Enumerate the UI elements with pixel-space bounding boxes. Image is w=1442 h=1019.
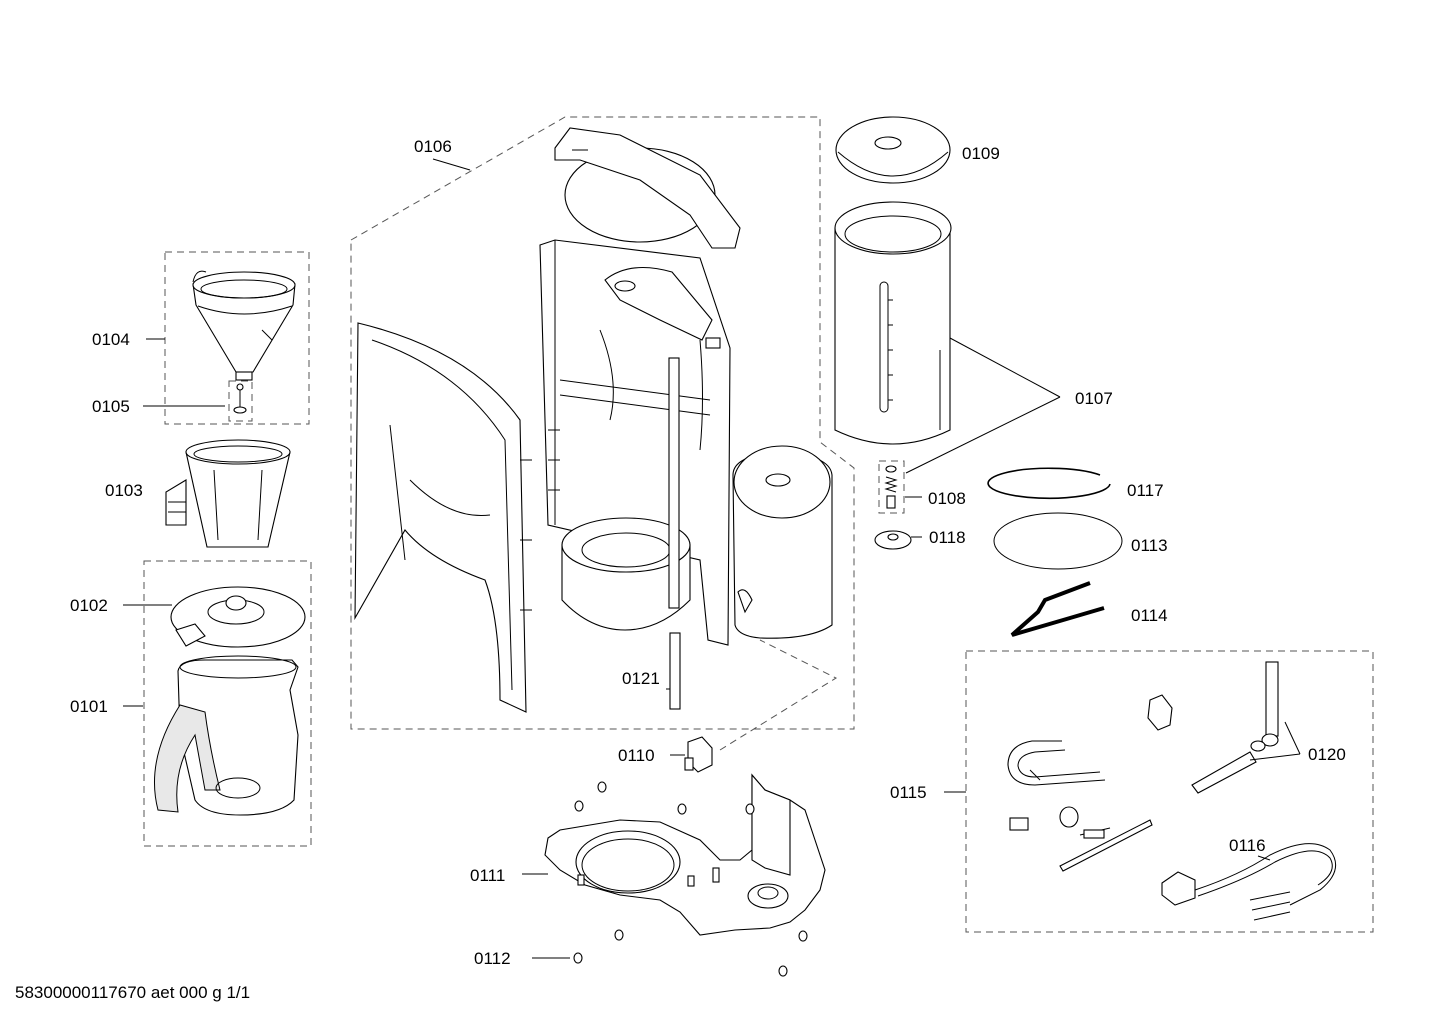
seal-disc-part [874, 530, 912, 550]
housing-side-panel-part [354, 322, 532, 713]
holding-bracket-part [1010, 581, 1105, 637]
seal-ring-part [987, 467, 1111, 500]
label-0106: 0106 [414, 137, 452, 156]
label-0114: 0114 [1131, 606, 1168, 625]
water-tank-lid-part [835, 116, 951, 184]
rubber-feet-part [573, 781, 808, 977]
label-0110: 0110 [618, 746, 655, 765]
water-tank-body-part [732, 445, 833, 639]
label-0113: 0113 [1131, 536, 1168, 555]
leader-lines [123, 158, 1301, 959]
switch-unit-part [1147, 694, 1173, 731]
carafe-lid-part [170, 586, 306, 648]
label-0107: 0107 [1075, 389, 1113, 408]
document-id: 58300000117670 aet 000 g 1/1 [15, 983, 250, 1002]
label-0111: 0111 [470, 866, 505, 885]
label-0120: 0120 [1308, 745, 1346, 764]
label-0108: 0108 [928, 489, 966, 508]
label-0103: 0103 [105, 481, 143, 500]
drip-stop-valve-part [228, 380, 253, 422]
group-filter-holder [164, 251, 310, 425]
label-0118: 0118 [929, 528, 966, 547]
label-0116: 0116 [1229, 836, 1266, 855]
tank-valve-set-part [878, 460, 905, 514]
label-0115: 0115 [890, 783, 927, 802]
water-tank-part [834, 201, 952, 445]
fuse-rod-part [1059, 819, 1153, 872]
filter-cone-part [192, 270, 296, 381]
group-electrical-parts [965, 650, 1374, 933]
power-cord-part [1161, 843, 1337, 921]
housing-top-cover-part [554, 127, 741, 249]
group-carafe [143, 560, 312, 847]
group-housing [350, 116, 855, 730]
label-0101: 0101 [70, 697, 108, 716]
label-0102: 0102 [70, 596, 108, 615]
glass-carafe-part [153, 655, 299, 816]
thermostat-part [1009, 806, 1111, 839]
label-0109: 0109 [962, 144, 1000, 163]
hose-pipe-part [1191, 661, 1279, 794]
gasket-ring-part [993, 512, 1123, 570]
warming-plate-ring-part [561, 517, 691, 631]
label-0117: 0117 [1127, 481, 1164, 500]
label-0121: 0121 [622, 669, 660, 688]
label-0112: 0112 [474, 949, 511, 968]
filter-holder-part [165, 439, 291, 548]
label-0104: 0104 [92, 330, 130, 349]
base-plate-part [544, 773, 826, 936]
rocker-switch-part [684, 736, 713, 773]
heating-element-part [1007, 740, 1106, 786]
label-0105: 0105 [92, 397, 130, 416]
riser-tube-part [668, 357, 681, 710]
